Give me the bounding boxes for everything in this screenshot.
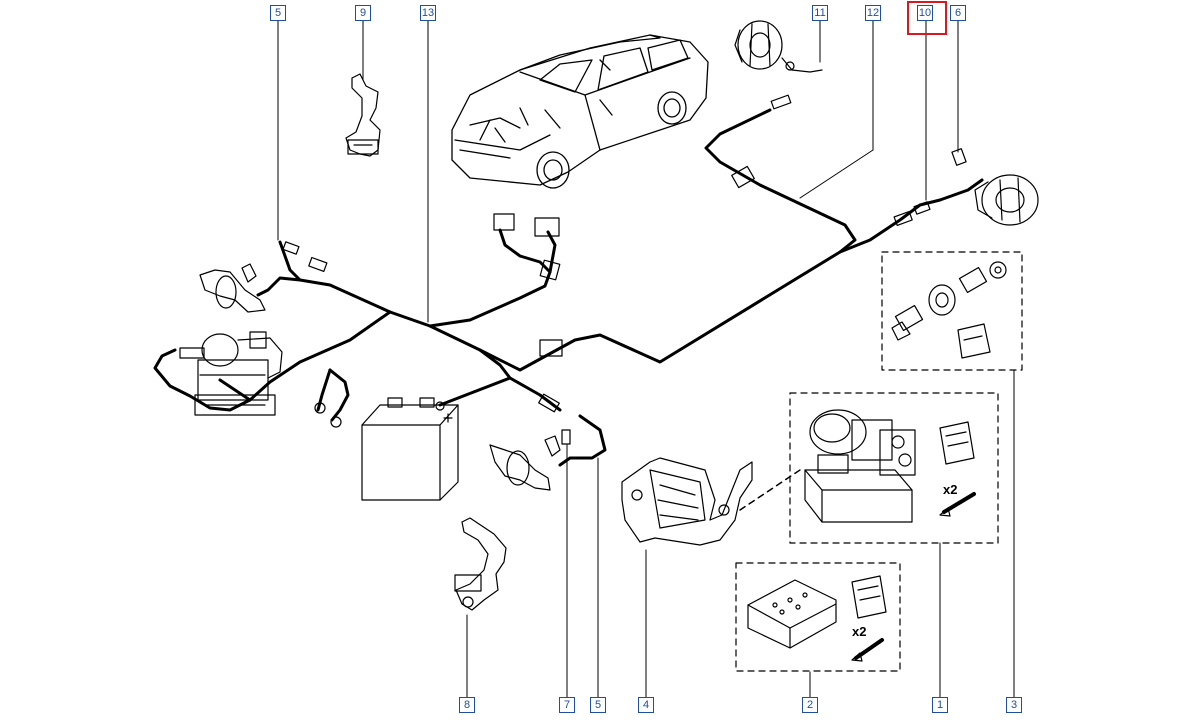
bracket-part-9 (345, 73, 381, 157)
dashed-link (739, 469, 801, 511)
callout-5-bottom[interactable]: 5 (590, 697, 606, 713)
wiring-harness (153, 108, 984, 467)
sensor-kit (891, 261, 1007, 359)
rear-hub-right (951, 148, 1039, 226)
callout-9[interactable]: 9 (355, 5, 371, 21)
dashed-group-2 (735, 562, 901, 672)
bracket-part-8 (454, 517, 507, 611)
callout-7[interactable]: 7 (559, 697, 575, 713)
rear-hub-left (734, 20, 823, 73)
leader-lines (277, 19, 1015, 698)
support-bracket-part-4 (621, 457, 753, 546)
dashed-group-3 (881, 251, 1023, 371)
wheel-sensor-left-front (199, 263, 266, 313)
dashed-group-1 (789, 392, 999, 544)
wheel-sensor-right-front (489, 429, 571, 491)
callout-5[interactable]: 5 (270, 5, 286, 21)
car-illustration (451, 34, 709, 189)
callout-11[interactable]: 11 (812, 5, 828, 21)
connectors (179, 94, 931, 428)
callout-10[interactable]: 10 (917, 5, 933, 21)
callout-3[interactable]: 3 (1006, 697, 1022, 713)
callout-8[interactable]: 8 (459, 697, 475, 713)
quantity-label-hydraulic-bolts: x2 (943, 482, 958, 497)
callout-13[interactable]: 13 (420, 5, 436, 21)
battery (361, 397, 459, 501)
callout-1[interactable]: 1 (932, 697, 948, 713)
abs-control-unit (747, 575, 887, 662)
hydraulic-unit-installed (194, 331, 283, 416)
callout-12[interactable]: 12 (865, 5, 881, 21)
abs-hydraulic-unit (804, 409, 976, 523)
callout-4[interactable]: 4 (638, 697, 654, 713)
callout-6[interactable]: 6 (950, 5, 966, 21)
callout-2[interactable]: 2 (802, 697, 818, 713)
quantity-label-control-unit-bolts: x2 (852, 624, 867, 639)
